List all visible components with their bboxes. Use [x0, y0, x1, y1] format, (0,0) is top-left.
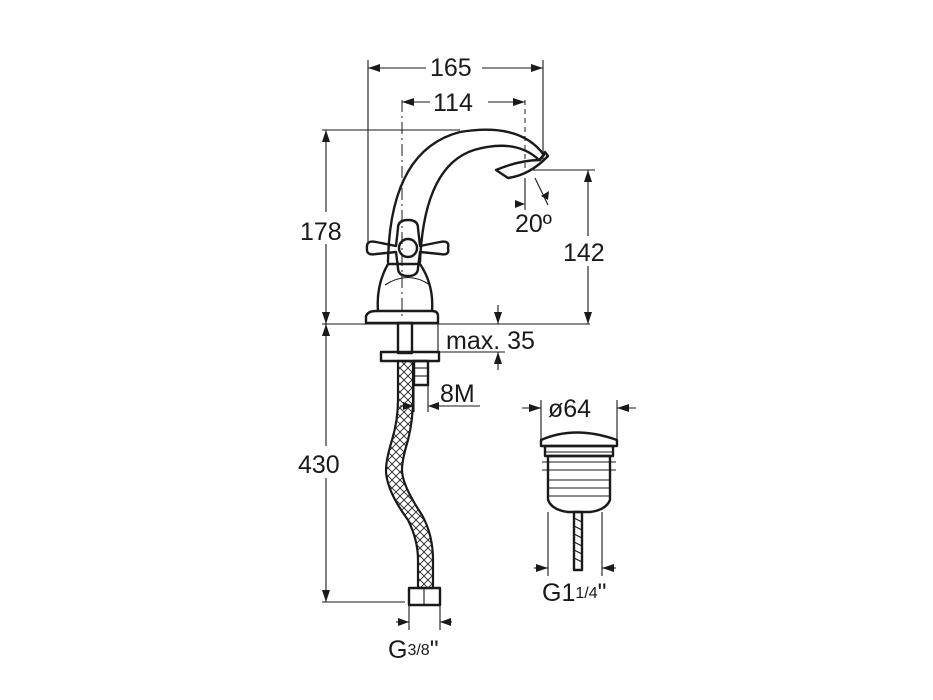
- dimension-hose-connection: G3/8": [388, 605, 452, 664]
- dimension-spout-reach: 114: [402, 86, 525, 117]
- spout-height-label: 142: [563, 239, 605, 267]
- hose-connection-fraction: 3/8: [407, 642, 429, 659]
- hose-length-label: 430: [298, 451, 340, 479]
- dimension-hose-length: 430: [296, 324, 356, 602]
- flexible-hose: [384, 359, 442, 607]
- hose-connection-base: G: [388, 636, 407, 664]
- dimension-total-height: 178: [298, 130, 356, 324]
- hose-connection-label: G3/8": [388, 636, 439, 664]
- dimension-waste-diameter: ø64: [522, 395, 636, 440]
- hose-connection-unit: ": [430, 636, 439, 664]
- dimension-fixing-thread: 8M: [400, 380, 480, 412]
- overall-reach-label: 165: [430, 54, 472, 82]
- dimension-spout-angle: 20º: [515, 177, 552, 238]
- faucet-body: [364, 128, 550, 325]
- waste-diameter-label: ø64: [548, 395, 591, 423]
- total-height-label: 178: [300, 218, 342, 246]
- waste-plug: [539, 431, 619, 572]
- dimension-overall-reach: 165: [368, 50, 543, 82]
- waste-thread-label: G11/4": [542, 579, 606, 607]
- dimension-spout-height: 142: [560, 170, 618, 324]
- waste-thread-base: G1: [542, 579, 575, 607]
- spout-reach-label: 114: [433, 89, 473, 117]
- dimension-waste-thread: G11/4": [534, 512, 616, 607]
- dimension-deck-thickness: max. 35: [437, 305, 535, 370]
- waste-thread-unit: ": [598, 579, 607, 607]
- deck-thickness-label: max. 35: [446, 327, 535, 355]
- waste-thread-fraction: 1/4: [575, 585, 597, 602]
- spout-angle-label: 20º: [515, 210, 552, 238]
- fixing-thread-label: 8M: [440, 380, 475, 408]
